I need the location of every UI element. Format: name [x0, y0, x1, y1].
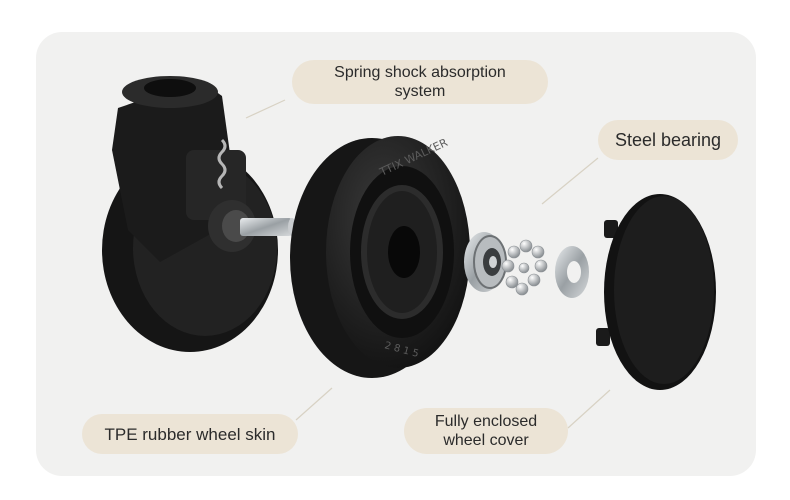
leader-skin — [295, 387, 333, 421]
cover-icon — [596, 194, 716, 390]
label-wheel-cover: Fully enclosed wheel cover — [404, 408, 568, 454]
label-cover-line2: wheel cover — [443, 432, 529, 449]
label-cover-line1: Fully enclosed — [434, 413, 538, 430]
label-spring-line1: Spring shock absorption — [334, 64, 506, 81]
leader-cover — [567, 389, 611, 429]
label-tpe-skin: TPE rubber wheel skin — [82, 414, 298, 454]
bearing-icon — [464, 232, 507, 292]
label-spring-shock: Spring shock absorption system — [292, 60, 548, 104]
label-steel-bearing: Steel bearing — [598, 120, 738, 160]
ball-icon — [501, 239, 548, 296]
washer-icon — [555, 246, 589, 298]
leader-lines — [245, 99, 611, 429]
label-spring-line2: system — [394, 83, 446, 100]
wheel-icon: TTIX WALKER 2 8 1 5 — [290, 136, 470, 378]
leader-spring — [245, 99, 286, 119]
caster-fork-icon — [102, 76, 296, 352]
leader-bearing — [541, 157, 599, 205]
